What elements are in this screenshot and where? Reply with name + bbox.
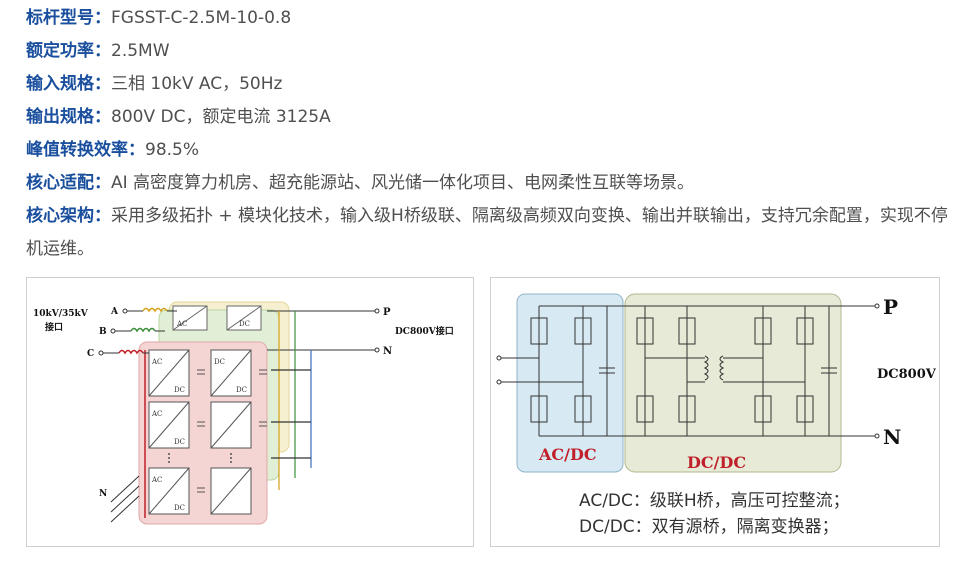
out-p-label: P — [383, 307, 391, 318]
phase-c-label: C — [87, 349, 94, 359]
module-row-3: AC DC — [148, 467, 252, 515]
spec-architecture: 核心架构：采用多级拓扑 + 模块化技术，输入级H桥级联、隔离级高频双向变换、输出… — [26, 200, 951, 266]
ellipsis-dots — [168, 453, 232, 463]
spec-output: 输出规格：800V DC，额定电流 3125A — [26, 106, 331, 128]
spec-label: 峰值转换效率： — [26, 140, 145, 160]
module-diagonal — [210, 467, 252, 515]
terminal-c — [98, 350, 104, 356]
phase-a-label: A — [110, 307, 119, 317]
terminal-p — [874, 303, 880, 309]
bus-drops — [271, 311, 312, 490]
rails — [538, 305, 871, 437]
module-dc-label: DC — [214, 358, 225, 366]
spec-label: 额定功率： — [26, 41, 111, 61]
module-dc-label: DC — [239, 320, 250, 328]
spec-value: 采用多级拓扑 + 模块化技术，输入级H桥级联、隔离级高频双向变换、输出并联输出，… — [26, 206, 948, 259]
out-p-label: P — [883, 295, 898, 319]
out-n-label: N — [883, 425, 901, 449]
ac-input-terminal — [496, 355, 502, 361]
module-dc-label: DC — [236, 386, 247, 394]
output-interface-label: DC800V接口 — [395, 325, 454, 337]
neutral-wire — [110, 475, 140, 503]
terminal-n — [374, 347, 380, 353]
out-n-label: N — [383, 346, 392, 357]
module-diagonal — [226, 305, 262, 331]
spec-value: AI 高密度算力机房、超充能源站、风光储一体化项目、电网柔性互联等场景。 — [111, 173, 695, 193]
acdc-block — [516, 293, 624, 473]
module-row-2: AC DC — [148, 401, 252, 449]
spec-model: 标杆型号：FGSST-C-2.5M-10-0.8 — [26, 7, 291, 29]
ac-input-terminal — [496, 379, 502, 385]
module-row-1: AC DC DC DC — [148, 349, 252, 397]
module-diagonal — [148, 349, 190, 397]
terminal-n — [874, 433, 880, 439]
module-diagonal — [148, 467, 190, 515]
spec-value: 98.5% — [145, 140, 200, 160]
neutral-wire — [110, 485, 140, 513]
module-ac-label: AC — [151, 410, 162, 418]
cascaded-topology-svg: AC DC AC DC DC DC AC DC AC DC — [33, 301, 454, 525]
dcdc-block — [624, 293, 842, 473]
caption-acdc: AC/DC：级联H桥，高压可控整流； — [579, 491, 850, 511]
spec-value: 三相 10kV AC，50Hz — [111, 74, 283, 94]
inductor-b — [130, 327, 156, 333]
neutral-label: N — [99, 489, 107, 499]
converter-topology-diagram: P N DC800V AC/DC DC/DC AC/DC：级联H桥，高压可控整流… — [490, 277, 940, 547]
module-ac-label: AC — [176, 320, 187, 328]
capacitor-marks — [197, 369, 267, 493]
module-ac-label: AC — [151, 476, 162, 484]
acdc-label: AC/DC — [538, 445, 597, 464]
terminal-p — [374, 308, 380, 314]
spec-label: 标杆型号： — [26, 8, 111, 28]
spec-rated-power: 额定功率：2.5MW — [26, 40, 170, 62]
terminal-a — [122, 308, 128, 314]
module-diagonal — [148, 401, 190, 449]
spec-value: FGSST-C-2.5M-10-0.8 — [111, 8, 292, 28]
inductor-a — [142, 307, 168, 313]
inductor-c — [118, 349, 144, 355]
dc-voltage-label: DC800V — [877, 367, 937, 382]
spec-application: 核心适配：AI 高密度算力机房、超充能源站、风光储一体化项目、电网柔性互联等场景… — [26, 172, 694, 194]
module-dc-label: DC — [174, 386, 185, 394]
dcdc-label: DC/DC — [687, 453, 746, 472]
input-label-voltage: 10kV/35kV — [33, 309, 89, 319]
module-diagonal — [210, 401, 252, 449]
converter-topology-svg: P N DC800V AC/DC DC/DC — [496, 293, 937, 473]
module-dc-label: DC — [174, 438, 185, 446]
input-label-interface: 接口 — [45, 321, 63, 333]
phase-b-label: B — [99, 327, 107, 337]
neutral-wire — [110, 495, 140, 523]
spec-label: 输出规格： — [26, 107, 111, 127]
spec-input: 输入规格：三相 10kV AC，50Hz — [26, 73, 282, 95]
module-ac-label: AC — [151, 358, 162, 366]
cascaded-topology-diagram: AC DC AC DC DC DC AC DC AC DC — [26, 277, 474, 547]
caption-dcdc: DC/DC：双有源桥，隔离变换器； — [579, 517, 839, 537]
terminal-b — [110, 328, 116, 334]
spec-label: 输入规格： — [26, 74, 111, 94]
spec-label: 核心适配： — [26, 173, 111, 193]
transformer-primary — [703, 355, 709, 381]
spec-label: 核心架构： — [26, 206, 111, 226]
module-dc-label: DC — [174, 504, 185, 512]
spec-value: 800V DC，额定电流 3125A — [111, 107, 331, 127]
transformer-secondary — [719, 355, 725, 381]
module-diagonal — [210, 349, 252, 397]
spec-value: 2.5MW — [111, 41, 170, 61]
spec-efficiency: 峰值转换效率：98.5% — [26, 139, 199, 161]
module-diagonal — [172, 305, 208, 331]
